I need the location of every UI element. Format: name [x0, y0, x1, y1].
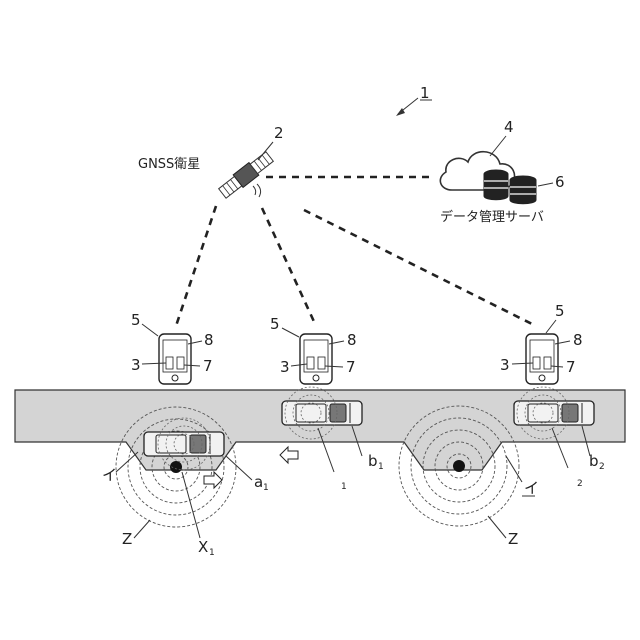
satellite-ref: 2 [274, 124, 284, 142]
database-ref-leader [538, 183, 553, 186]
left-dip-label: イ [102, 466, 117, 484]
right-dip-label: イ [524, 479, 539, 497]
phone-3: 5 8 3 7 [500, 302, 583, 384]
point-x1-label: X [198, 538, 208, 556]
satellite-icon [217, 150, 274, 200]
zone-right-leader [488, 516, 506, 538]
car-a1-leader [226, 456, 252, 480]
right-dip-leader [506, 456, 522, 482]
phone-2: 5 8 3 7 [270, 315, 357, 384]
phone-ref-screen: 8 [347, 331, 357, 349]
phone-ref-left: 3 [131, 356, 141, 374]
phone-ref-left: 3 [280, 358, 290, 376]
point-x1-leader [182, 472, 200, 538]
car-b2-label: b [589, 452, 599, 470]
server-ref-leader [490, 136, 506, 156]
phone-ref-right: 7 [346, 358, 356, 376]
phone-unit-right [318, 357, 325, 369]
link-server-phone-3 [304, 210, 536, 326]
satellite-label: GNSS衛星 [138, 157, 200, 172]
phone-1: 5 8 3 7 [131, 311, 214, 384]
car-b1-label-sub: 1 [378, 462, 384, 472]
car-b2-label-sub: 2 [599, 462, 605, 472]
link-satellite-phone-2 [262, 208, 316, 326]
phone-ref-body-leader [546, 320, 556, 333]
zone-left-label: Z [122, 530, 132, 548]
zone-left-leader [134, 520, 150, 538]
point-y2-label-sub: 2 [577, 479, 583, 489]
phone-ref-body-leader [282, 328, 299, 337]
point-x1-label-sub: 1 [209, 548, 215, 558]
database-ref: 6 [555, 173, 565, 191]
phone-unit-left [307, 357, 314, 369]
point-y1-label-sub: 1 [341, 482, 347, 492]
left-dip-leader [116, 452, 138, 472]
phone-ref-screen: 8 [573, 331, 583, 349]
phone-ref-body: 5 [131, 311, 141, 329]
phone-ref-body-leader [142, 324, 158, 336]
point-center-right-marker [453, 460, 465, 472]
arrow-left-icon [280, 447, 298, 463]
phone-ref-right: 7 [203, 357, 213, 375]
link-satellite-phone-1 [176, 206, 216, 326]
phone-ref-screen: 8 [204, 331, 214, 349]
car-a1-label-sub: 1 [263, 483, 269, 493]
phone-ref-body: 5 [270, 315, 280, 333]
phone-unit-right [544, 357, 551, 369]
phone-ref-left: 3 [500, 356, 510, 374]
car-a1-label: a [254, 473, 263, 491]
zone-right-label: Z [508, 530, 518, 548]
system-ref-label: 1 [420, 84, 430, 102]
phone-unit-left [533, 357, 540, 369]
server-ref: 4 [504, 118, 514, 136]
phone-ref-body: 5 [555, 302, 565, 320]
car-b1-label: b [368, 452, 378, 470]
arrow-right-icon [204, 472, 222, 488]
phone-ref-right: 7 [566, 358, 576, 376]
phone-unit-left [166, 357, 173, 369]
phone-unit-right [177, 357, 184, 369]
server-label: データ管理サーバ [440, 209, 544, 225]
